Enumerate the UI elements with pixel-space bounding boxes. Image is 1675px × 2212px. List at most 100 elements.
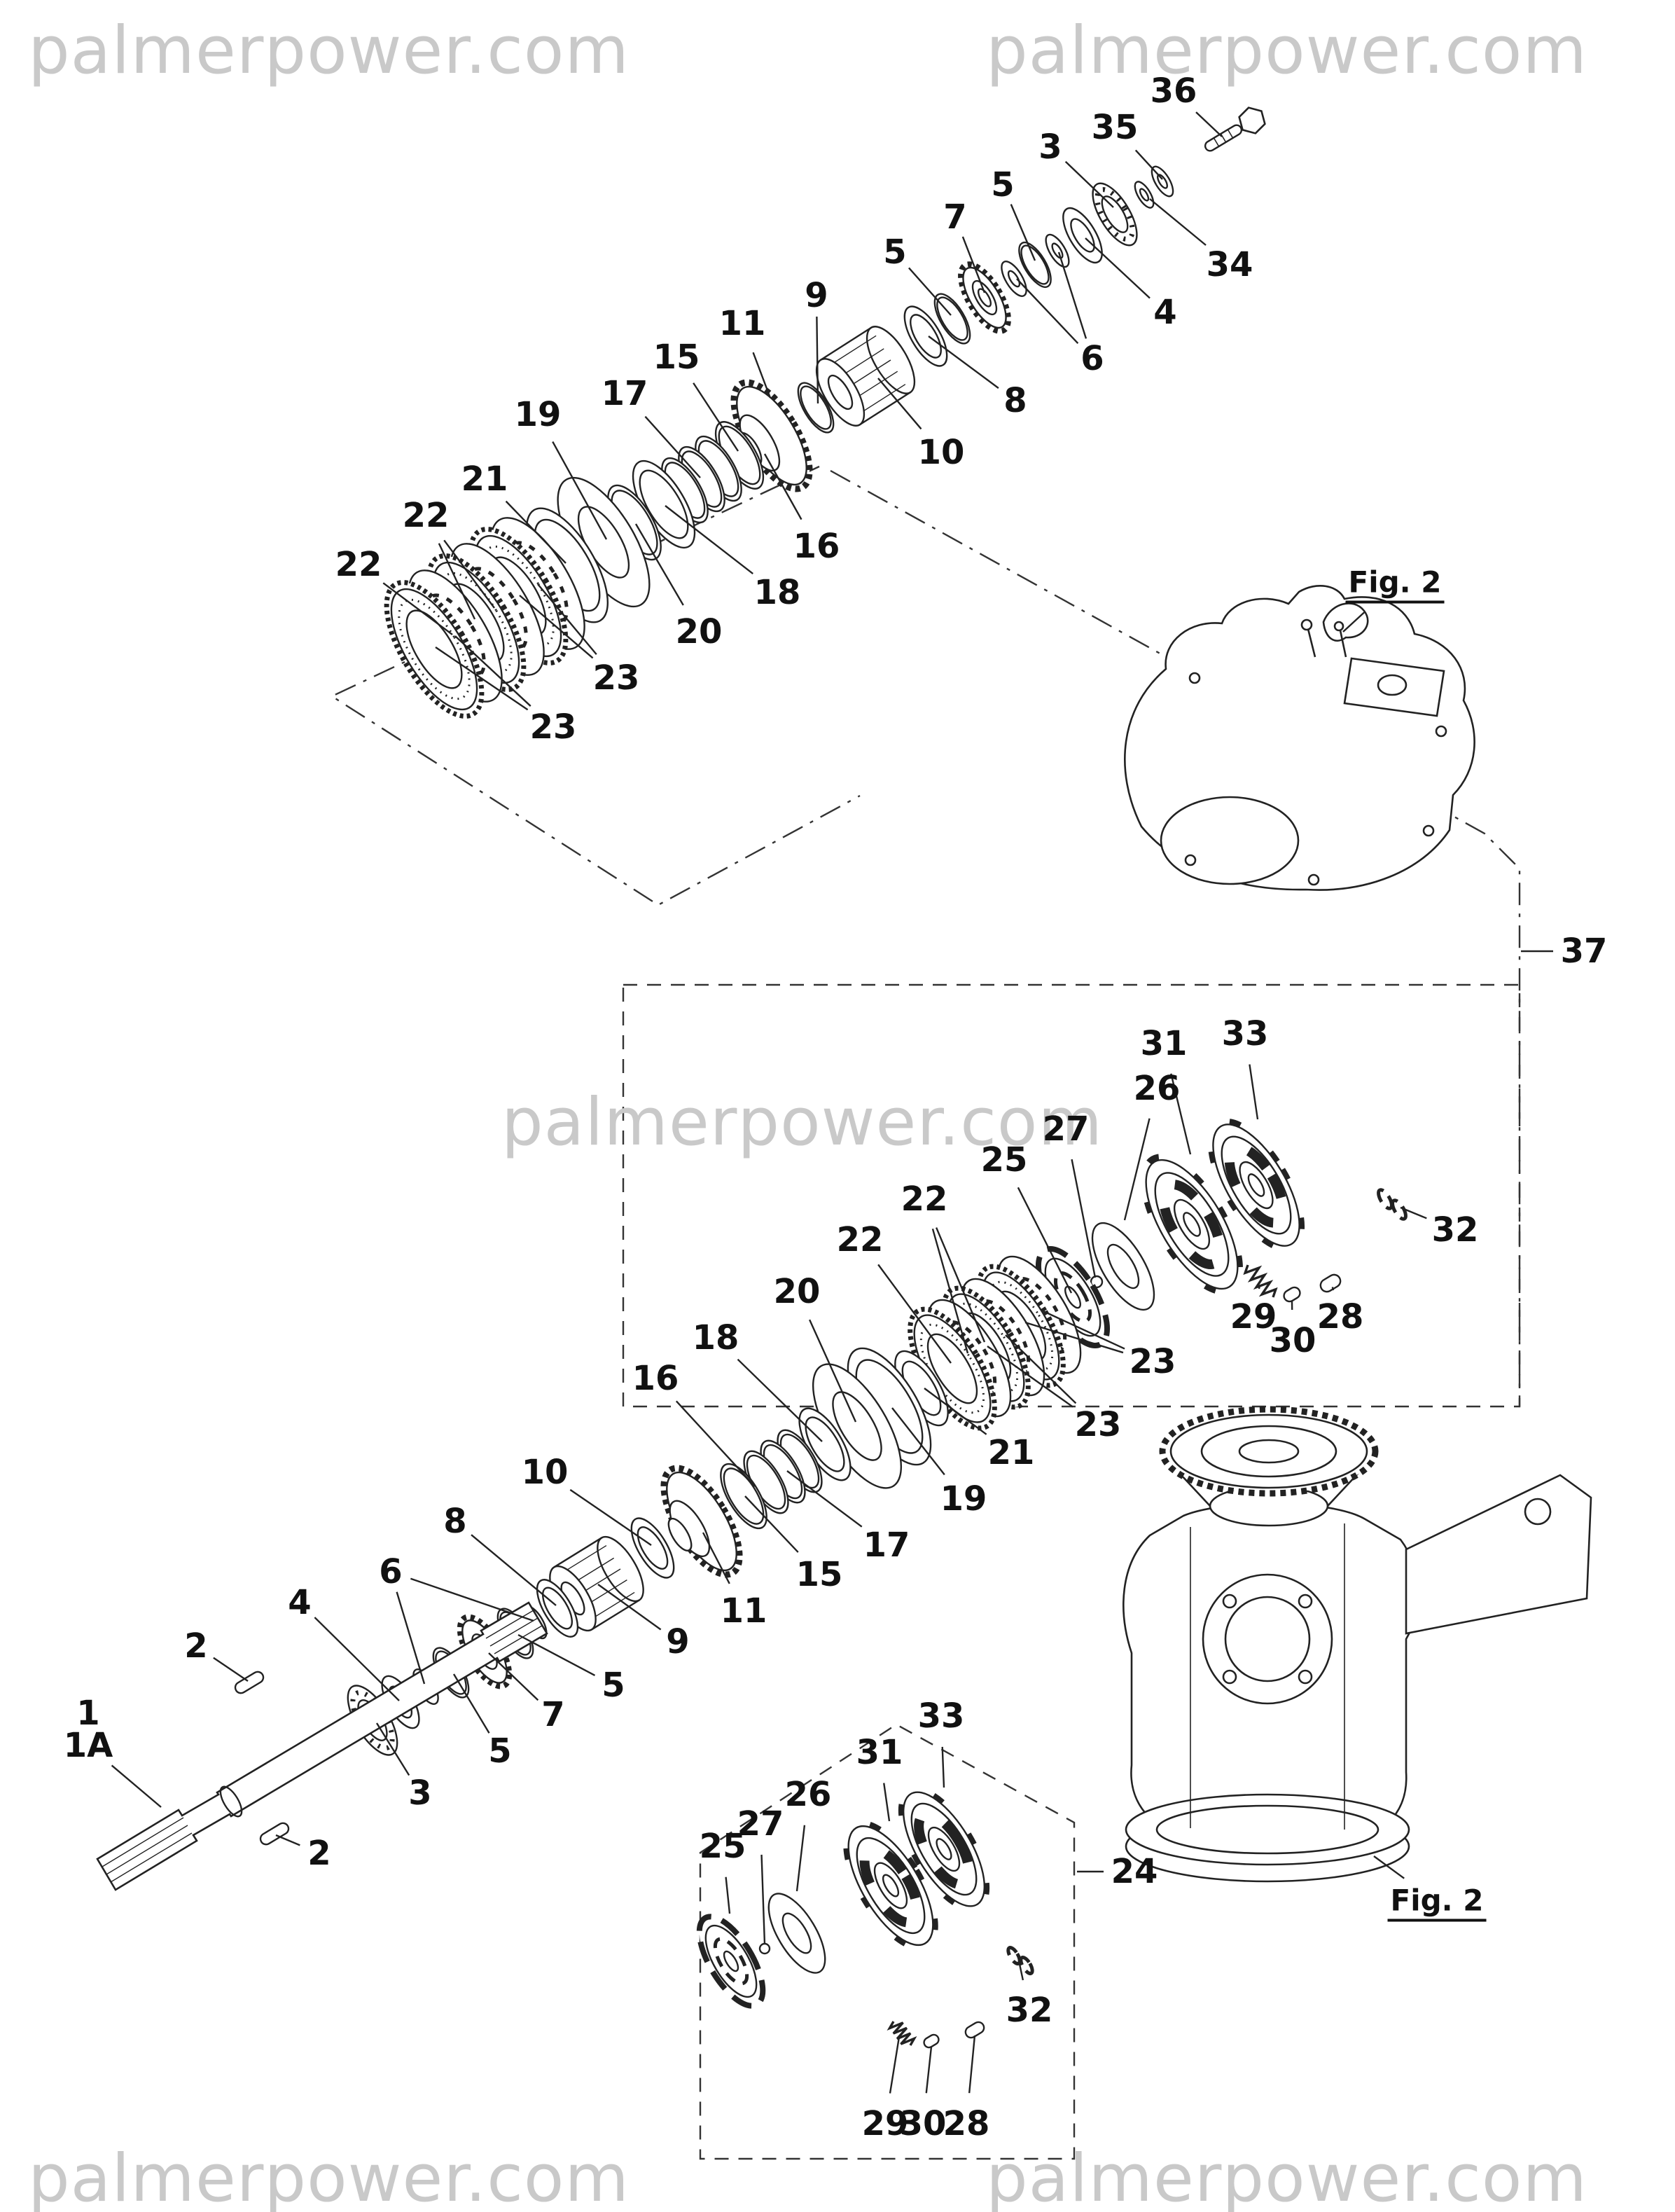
bolt-hole bbox=[1222, 1669, 1237, 1685]
pin bbox=[1283, 1286, 1301, 1303]
section-boundary-box bbox=[622, 983, 1521, 1408]
part-spring bbox=[1243, 1264, 1278, 1298]
spring bbox=[887, 2021, 917, 2046]
part-cam bbox=[696, 1914, 766, 2009]
stud-head bbox=[1333, 621, 1344, 632]
bearing-balls bbox=[1094, 187, 1135, 242]
part-pin bbox=[1319, 1273, 1342, 1293]
part-shaft bbox=[96, 1601, 548, 1891]
ring bbox=[1154, 1172, 1230, 1277]
ring-gear bbox=[1159, 1406, 1379, 1527]
bolt-hole bbox=[1184, 854, 1197, 866]
thread-line bbox=[1213, 137, 1220, 148]
spline-line bbox=[489, 1617, 538, 1647]
snap-clip bbox=[1377, 1188, 1393, 1210]
part-clip bbox=[1019, 1956, 1034, 1975]
snap-clip bbox=[1391, 1198, 1408, 1221]
bolt-head bbox=[1238, 106, 1266, 134]
bolt-hole bbox=[1222, 1594, 1237, 1609]
ring bbox=[1183, 1212, 1201, 1237]
case-tabs bbox=[1141, 1154, 1243, 1295]
final-drive-housing-figure bbox=[1123, 1406, 1592, 1883]
part-diffcase bbox=[898, 1786, 990, 1912]
ring bbox=[827, 374, 854, 410]
case-tabs bbox=[898, 1786, 990, 1912]
ring bbox=[800, 385, 832, 430]
part-clip bbox=[1391, 1198, 1408, 1221]
gear-hub bbox=[1238, 1439, 1300, 1464]
ring bbox=[704, 1924, 758, 1998]
part-key bbox=[259, 1822, 290, 1846]
ring bbox=[1106, 1243, 1140, 1290]
mounting-bracket bbox=[1405, 1474, 1592, 1635]
part-washer bbox=[1134, 181, 1155, 209]
bearing-bore-inner bbox=[1224, 1596, 1311, 1682]
ball bbox=[758, 1942, 771, 1955]
case-tabs bbox=[843, 1820, 938, 1951]
pin bbox=[923, 2033, 940, 2049]
ring bbox=[1239, 1161, 1274, 1210]
part-bolt bbox=[1204, 106, 1266, 152]
bolt-hole bbox=[1188, 672, 1201, 684]
case-tabs bbox=[1207, 1118, 1305, 1252]
stud-head bbox=[1300, 618, 1313, 631]
ring bbox=[927, 1826, 961, 1872]
part-key bbox=[234, 1671, 265, 1694]
bolt-hole bbox=[1298, 1594, 1313, 1609]
gearbox-housing-figure bbox=[1124, 584, 1475, 891]
case-windows bbox=[914, 1809, 974, 1890]
ring bbox=[398, 598, 471, 700]
part-washer bbox=[1151, 165, 1174, 198]
ring bbox=[1091, 1222, 1155, 1311]
ring bbox=[882, 1874, 900, 1898]
ring bbox=[767, 1893, 826, 1974]
stud bbox=[1307, 628, 1316, 658]
case-windows bbox=[1158, 1179, 1225, 1270]
part-diffcase bbox=[1207, 1118, 1305, 1252]
ring bbox=[440, 572, 513, 674]
case-windows bbox=[1224, 1142, 1288, 1228]
woodruff-key bbox=[234, 1671, 265, 1694]
part-diffcase bbox=[843, 1820, 938, 1951]
flange-inner bbox=[1155, 1804, 1379, 1855]
ring bbox=[1139, 188, 1150, 202]
ring bbox=[1221, 1135, 1292, 1235]
part-clip bbox=[1377, 1188, 1393, 1210]
ring bbox=[797, 382, 835, 434]
spline-line bbox=[110, 1832, 193, 1883]
bracket-hole bbox=[1524, 1498, 1552, 1526]
ring bbox=[1173, 1198, 1211, 1250]
part-pin bbox=[923, 2033, 940, 2049]
part-pin bbox=[964, 2021, 985, 2039]
spline-line bbox=[102, 1817, 184, 1867]
ring bbox=[713, 1937, 749, 1986]
spring bbox=[1243, 1264, 1278, 1298]
stud bbox=[1339, 630, 1347, 658]
part-ring bbox=[767, 1893, 826, 1974]
part-pin bbox=[1283, 1286, 1301, 1303]
input-shaft bbox=[96, 1601, 548, 1891]
part-ring bbox=[1091, 1222, 1155, 1311]
section-boundary-box bbox=[699, 1723, 1076, 2160]
pin bbox=[964, 2021, 985, 2039]
housing-bore bbox=[1160, 796, 1300, 885]
diff-lock-assembly bbox=[696, 1786, 1034, 2049]
snap-clip bbox=[1019, 1956, 1034, 1975]
bolt-hole bbox=[1435, 725, 1447, 738]
part-ball bbox=[758, 1942, 771, 1955]
ring bbox=[219, 1785, 243, 1818]
bolt-hole bbox=[1298, 1669, 1313, 1685]
bolt-hole bbox=[1422, 824, 1435, 837]
ring bbox=[873, 1862, 908, 1909]
part-spring bbox=[887, 2021, 917, 2046]
snap-clip bbox=[1006, 1946, 1022, 1965]
ring bbox=[1247, 1173, 1265, 1197]
part-thin bbox=[797, 382, 835, 434]
part-diffcase bbox=[1141, 1154, 1243, 1295]
ring bbox=[1134, 181, 1155, 209]
filler-cap bbox=[1377, 674, 1408, 696]
ring bbox=[936, 1838, 952, 1860]
spline-line bbox=[106, 1825, 188, 1875]
